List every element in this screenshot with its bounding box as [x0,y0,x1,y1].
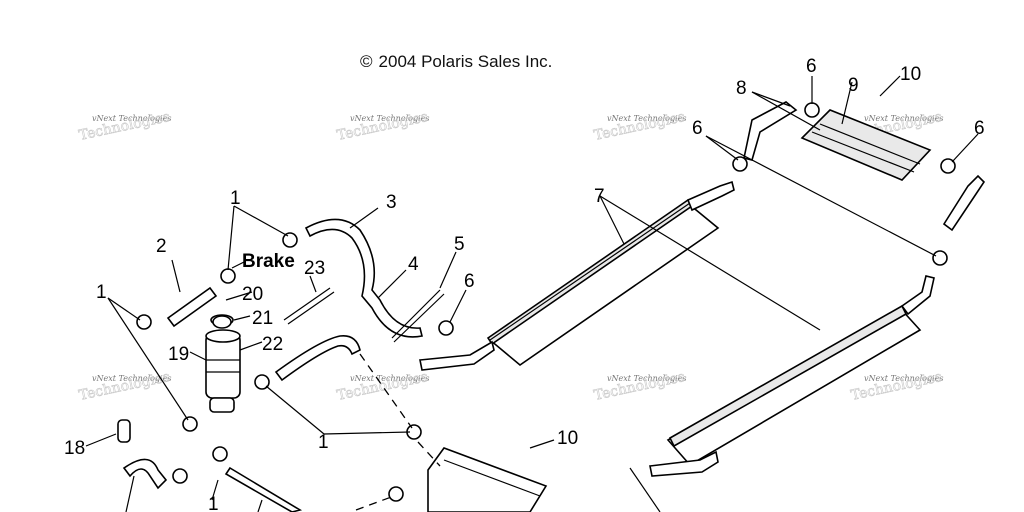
lower-tank [427,447,548,512]
callout-22: 22 [262,334,283,355]
hose-2 [166,286,218,328]
callout-9: 9 [848,75,859,96]
callout-6: 6 [806,56,817,77]
callout-10: 10 [900,64,921,85]
svg-text:vNext Technologies: vNext Technologies [92,114,171,123]
callout-6: 6 [464,271,475,292]
callout-7: 7 [594,186,605,207]
callout-8: 8 [736,78,747,99]
svg-text:vNext Technologies: vNext Technologies [607,114,686,123]
clamp-group [117,102,956,502]
copyright-text: 2004 Polaris Sales Inc. [378,52,553,71]
callout-21: 21 [252,308,273,329]
radiator [800,109,932,181]
hose-4 [274,334,361,382]
hose-8-right [942,174,986,232]
callout-2: 2 [156,236,167,257]
callout-19: 19 [168,344,189,365]
cap-21 [212,315,232,329]
callout-1: 1 [96,282,107,303]
lower-heat-exchanger [649,275,935,477]
callout-5: 5 [454,234,465,255]
svg-text:vNext Technologies: vNext Technologies [864,374,943,383]
callout-18: 18 [64,438,85,459]
hose-lower-mid [224,466,303,512]
svg-text:vNext Technologies: vNext Technologies [864,114,943,123]
hose-lower-left [122,458,168,490]
hose-8-left [743,101,798,161]
hose-3 [304,218,423,338]
callout-6: 6 [974,118,985,139]
callout-20: 20 [242,284,263,305]
svg-text:vNext Technologies: vNext Technologies [607,374,686,383]
brake-label: Brake [242,251,295,272]
callout-4: 4 [408,254,419,275]
hose-group [122,101,986,512]
callout-23: 23 [304,258,325,279]
copyright-symbol: © [360,52,373,71]
clip-18 [117,419,131,443]
copyright-notice: © 2004 Polaris Sales Inc. [360,52,552,72]
callout-6: 6 [692,118,703,139]
callout-1: 1 [230,188,241,209]
strap-group [283,287,445,343]
coolant-reservoir [205,314,241,413]
svg-text:vNext Technologies: vNext Technologies [350,374,429,383]
leader-lines [85,75,979,512]
svg-text:vNext Technologies: vNext Technologies [350,114,429,123]
strap-5 [391,289,441,339]
upper-heat-exchanger [419,180,735,371]
callout-labels: 1 1 1 1 2 3 4 5 6 6 6 6 7 8 9 10 10 18 1… [64,56,985,512]
strap-23 [283,287,331,321]
callout-1: 1 [208,494,219,512]
svg-text:vNext Technologies: vNext Technologies [92,374,171,383]
callout-3: 3 [386,192,397,213]
callout-1: 1 [318,432,329,453]
callout-10: 10 [557,428,578,449]
